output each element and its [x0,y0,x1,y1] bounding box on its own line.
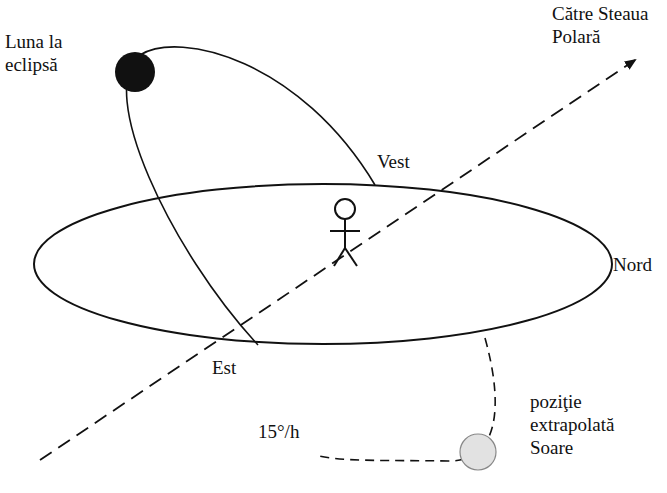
axis-label: Către Steaua Polară [552,2,660,48]
direction-label: Est [212,356,252,379]
moon-label: Luna la eclipsă [5,30,105,76]
sun-label: poziţie extrapolată Soare [530,390,640,459]
horizon-plane [34,184,612,344]
rate-label: 15°/h [258,420,318,443]
moon-orbit-visible [127,47,375,345]
moon-disk [115,52,155,92]
direction-label: Vest [377,150,437,173]
observer-figure [330,199,360,266]
direction-label: Nord [613,253,663,276]
sun-disk [460,434,496,470]
